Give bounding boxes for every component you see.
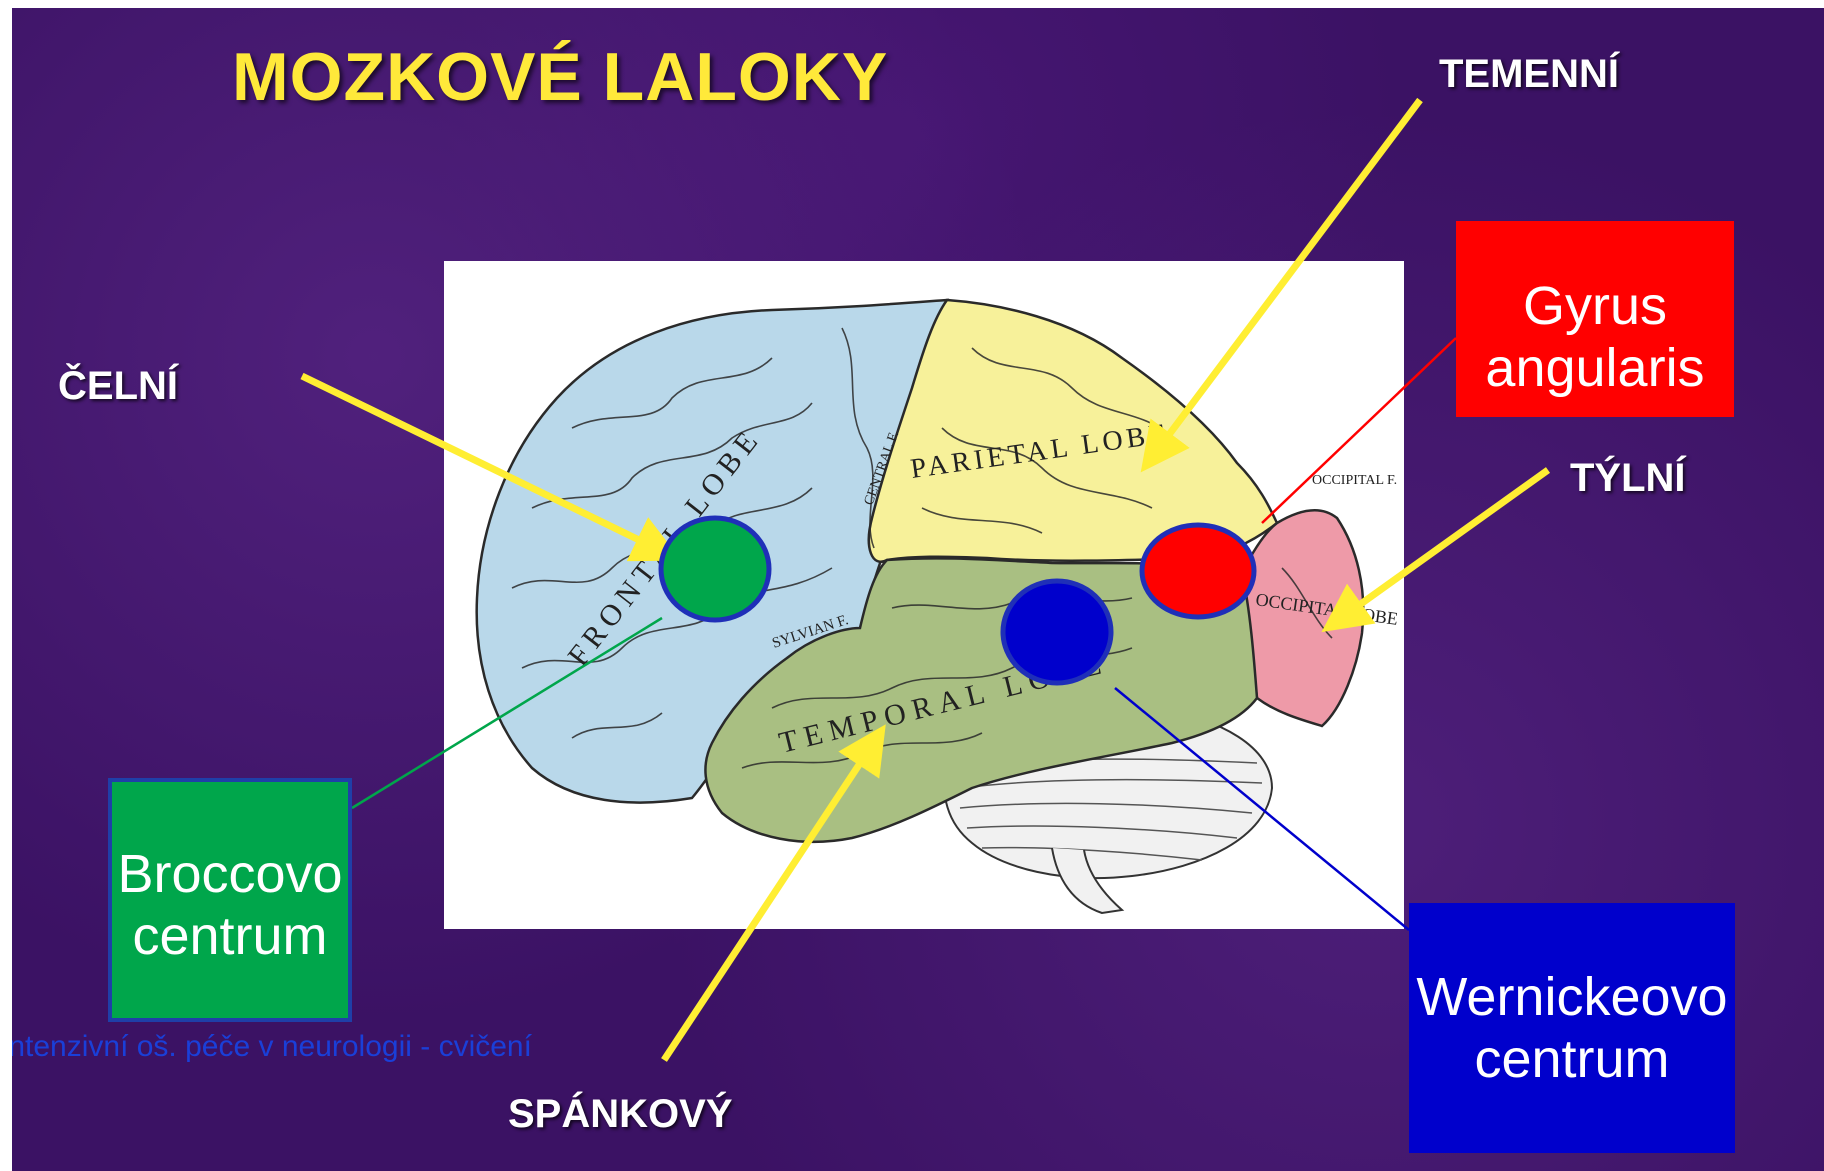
- gyrus-marker: [1142, 525, 1254, 617]
- wernicke-marker: [1003, 581, 1111, 683]
- slide-footer: Intenzivní oš. péče v neurologii - cviče…: [12, 1030, 532, 1064]
- frontal-lobe-label: ČELNÍ: [58, 364, 178, 409]
- brocca-center-box: Broccovo centrum: [108, 778, 352, 1022]
- occipital-lobe-label: TÝLNÍ: [1570, 456, 1686, 501]
- temporal-lobe-label: SPÁNKOVÝ: [508, 1092, 733, 1137]
- slide: MOZKOVÉ LALOKY: [12, 8, 1824, 1171]
- wernicke-center-box: Wernickeovo centrum: [1409, 903, 1735, 1153]
- brocca-center-label: Broccovo centrum: [112, 843, 348, 967]
- wernicke-center-label: Wernickeovo centrum: [1409, 966, 1735, 1090]
- gyrus-angularis-box: Gyrus angularis: [1456, 221, 1734, 417]
- parietal-lobe-label: TEMENNÍ: [1439, 52, 1619, 97]
- occipital-fissure-text: OCCIPITAL F.: [1312, 473, 1397, 488]
- gyrus-angularis-label: Gyrus angularis: [1456, 275, 1734, 399]
- brocca-marker: [661, 518, 769, 620]
